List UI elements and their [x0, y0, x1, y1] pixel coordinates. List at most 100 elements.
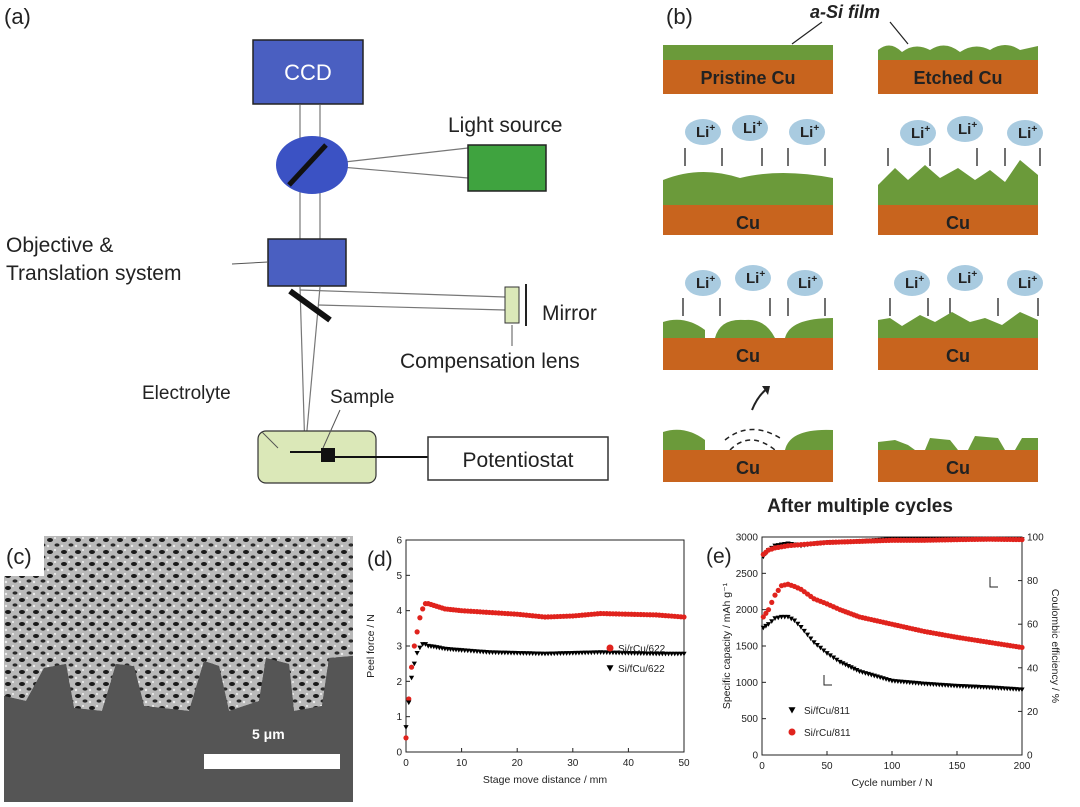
cu-block-row2-right: Cu [878, 160, 1038, 235]
film-arrow-right [889, 21, 909, 45]
data-point [778, 614, 785, 620]
mirror-label: Mirror [542, 302, 597, 325]
data-point [763, 623, 769, 629]
light-source-label: Light source [448, 114, 562, 137]
data-point [406, 700, 412, 706]
data-point [417, 615, 423, 621]
data-point [403, 735, 409, 741]
x-tick-label: 0 [759, 761, 765, 772]
potentiostat-label: Potentiostat [463, 449, 574, 472]
data-point [769, 599, 775, 605]
li-ions-row2: Li+ Li+ Li+ Li+ Li+ Li+ [685, 115, 1043, 146]
pristine-cu-block: Pristine Cu [663, 45, 833, 94]
data-point [824, 651, 830, 656]
compensation-lens-label: Compensation lens [400, 350, 580, 373]
data-point [795, 621, 801, 627]
data-point [769, 619, 775, 624]
data-point [772, 592, 778, 598]
data-point [681, 651, 687, 657]
objective-label-line2: Translation system [6, 262, 181, 285]
left-axis-indicator [823, 675, 832, 686]
svg-text:Cu: Cu [736, 213, 760, 233]
data-point [1019, 537, 1025, 543]
data-point [760, 614, 766, 620]
y-tick-label: 0 [752, 751, 758, 762]
y-right-tick-label: 80 [1027, 576, 1039, 587]
electrolyte-pointer [261, 431, 279, 449]
x-tick-label: 50 [821, 761, 833, 772]
y-tick-label: 4 [396, 606, 402, 617]
panel-c-sem-image: (c) 5 μm [4, 536, 353, 802]
data-point [801, 628, 807, 634]
objective-box [267, 238, 347, 287]
data-point [785, 614, 791, 620]
data-point [775, 587, 781, 594]
y-tick-label: 1500 [736, 642, 759, 653]
cu-block-row4-right: Cu [878, 436, 1038, 482]
data-point [403, 725, 409, 730]
light-source-box [467, 144, 547, 192]
legend-label: Si/fCu/811 [804, 706, 850, 717]
legend-label: Si/rCu/622 [618, 644, 666, 655]
legend-marker [788, 707, 796, 714]
y-tick-label: 2000 [736, 605, 759, 616]
objective-label-line1: Objective & [6, 234, 113, 257]
x-tick-label: 10 [456, 758, 468, 769]
data-point [791, 618, 798, 624]
ccd-box [252, 39, 364, 105]
x-axis-label: Stage move distance / mm [483, 774, 608, 786]
scale-bar [204, 754, 340, 769]
panel-e-label: (e) [706, 545, 732, 568]
panel-c-label: (c) [6, 544, 32, 569]
fold-mirror [288, 288, 332, 323]
li-ions-row3: Li+ Li+ Li+ Li+ Li+ Li+ [685, 265, 1043, 296]
y-tick-label: 1 [396, 712, 402, 723]
x-tick-label: 30 [567, 758, 579, 769]
data-point [406, 696, 412, 702]
x-tick-label: 150 [949, 761, 966, 772]
y-right-tick-label: 0 [1027, 751, 1033, 762]
data-point [422, 642, 429, 647]
data-point [854, 668, 860, 673]
sem-texture [4, 536, 353, 802]
data-point [827, 653, 833, 659]
legend-label: Si/fCu/622 [618, 664, 665, 675]
data-point [851, 666, 857, 672]
data-point [408, 664, 415, 670]
data-point [1019, 687, 1025, 693]
svg-text:Cu: Cu [946, 213, 970, 233]
plot-frame [761, 536, 1023, 756]
data-point [681, 614, 687, 620]
data-point [775, 615, 781, 621]
y-right-tick-label: 20 [1027, 707, 1039, 718]
svg-text:Cu: Cu [946, 346, 970, 366]
y-axis-label: Peel force / N [365, 614, 377, 678]
data-point [848, 665, 854, 670]
y-tick-label: 3 [396, 642, 402, 653]
ccd-label: CCD [284, 60, 332, 85]
data-point [817, 645, 824, 651]
x-tick-label: 0 [403, 758, 409, 769]
sample-pointer [322, 409, 341, 449]
legend-label: Si/rCu/811 [804, 728, 851, 739]
beam-splitter [276, 136, 348, 194]
data-point [414, 650, 420, 656]
data-point [411, 643, 417, 649]
data-point [830, 655, 837, 661]
y-right-tick-label: 100 [1027, 533, 1044, 544]
x-tick-label: 200 [1014, 761, 1031, 772]
up-arrows-row3 [682, 298, 1039, 316]
svg-text:Cu: Cu [736, 458, 760, 478]
data-point [808, 636, 814, 642]
data-point [408, 675, 415, 681]
svg-text:Cu: Cu [736, 346, 760, 366]
y-tick-label: 6 [396, 536, 402, 547]
panel-a-label: (a) [4, 4, 31, 29]
y-tick-label: 0 [396, 748, 402, 759]
y-tick-label: 2 [396, 677, 402, 688]
data-point [414, 629, 420, 635]
cu-block-row2-left: Cu [663, 171, 833, 235]
data-point [411, 661, 417, 667]
panel-d-label: (d) [367, 548, 393, 571]
etched-cu-block: Etched Cu [878, 45, 1038, 94]
